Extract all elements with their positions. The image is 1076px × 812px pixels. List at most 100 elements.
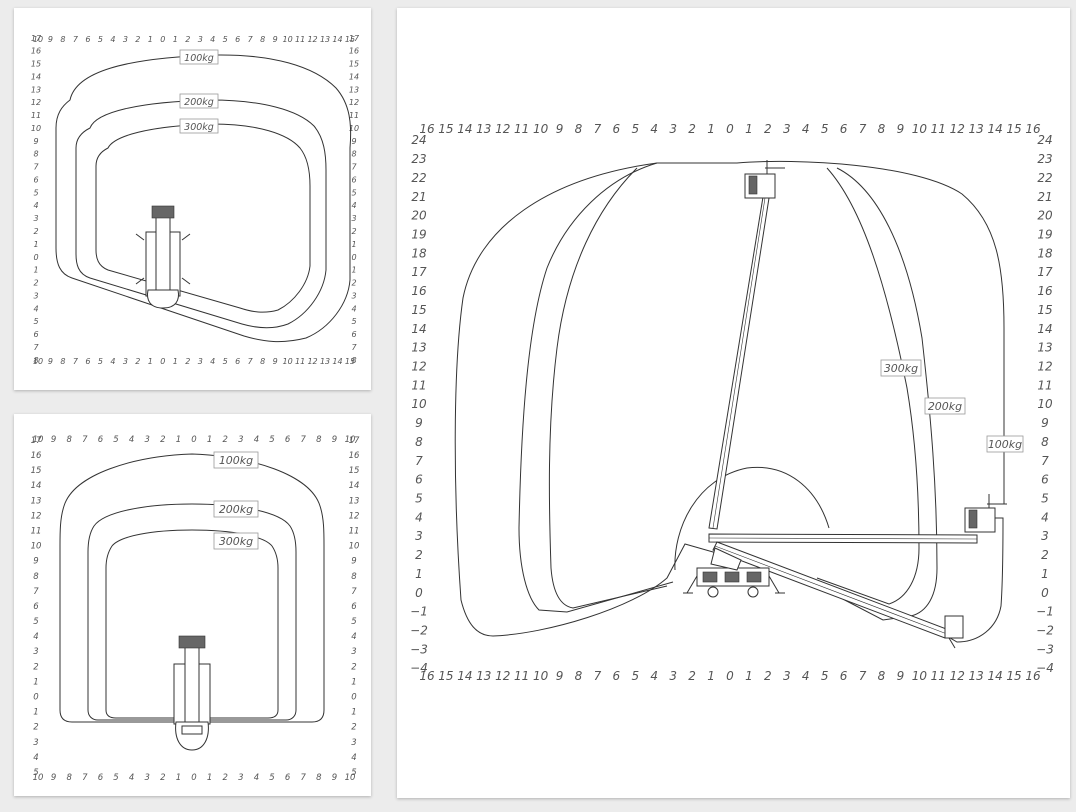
- load-labels: 300kg 200kg 100kg: [880, 359, 1024, 453]
- diagram-right-svg: 1616151514141313121211111010998877665544…: [410, 122, 1054, 683]
- load-label-200kg: 200kg: [219, 503, 253, 516]
- y-tick-right: −2: [1036, 623, 1054, 637]
- y-tick-left: 1: [415, 567, 423, 581]
- y-tick-right: 10: [349, 124, 359, 133]
- x-tick-top: 2: [160, 435, 165, 445]
- load-labels: 100kg 200kg 300kg: [179, 49, 219, 134]
- y-tick-left: 17: [31, 34, 42, 43]
- y-tick-right: 14: [349, 481, 360, 491]
- y-tick-right: 5: [351, 617, 356, 627]
- y-tick-right: 20: [1037, 209, 1053, 223]
- x-tick-top: 13: [969, 122, 984, 136]
- x-tick-bottom: 7: [82, 773, 88, 783]
- load-label-100kg: 100kg: [184, 53, 214, 64]
- y-tick-right: 22: [1037, 171, 1052, 185]
- x-tick-bottom: 5: [821, 669, 829, 683]
- x-tick-top: 12: [307, 35, 317, 44]
- x-tick-top: 6: [235, 35, 240, 44]
- y-tick-left: 3: [33, 738, 38, 748]
- x-tick-bottom: 9: [51, 773, 56, 783]
- y-tick-right: 4: [351, 632, 356, 642]
- x-tick-top: 9: [332, 435, 337, 445]
- y-tick-right: 8: [1041, 435, 1049, 449]
- x-tick-bottom: 15: [438, 669, 453, 683]
- y-tick-left: 8: [33, 356, 38, 365]
- load-label-300kg: 300kg: [884, 362, 918, 375]
- y-tick-right: 15: [349, 466, 360, 476]
- x-tick-bottom: 15: [1006, 669, 1021, 683]
- x-tick-top: 4: [650, 122, 658, 136]
- x-tick-bottom: 8: [316, 773, 322, 783]
- y-tick-left: −4: [410, 661, 428, 675]
- x-tick-top: 6: [85, 35, 90, 44]
- x-tick-top: 16: [419, 122, 435, 136]
- x-tick-top: 1: [207, 435, 212, 445]
- x-tick-bottom: 0: [191, 773, 196, 783]
- y-tick-left: 0: [415, 586, 423, 600]
- x-tick-top: 3: [783, 122, 791, 136]
- machine-top-view: [173, 635, 211, 751]
- x-tick-bottom: 1: [176, 773, 181, 783]
- y-tick-left: 11: [31, 111, 41, 120]
- y-tick-right: 0: [351, 253, 356, 262]
- x-tick-top: 4: [110, 35, 115, 44]
- x-tick-bottom: 5: [113, 773, 118, 783]
- x-tick-bottom: 9: [332, 773, 337, 783]
- envelope-100kg: [59, 453, 325, 723]
- y-tick-right: −4: [1036, 661, 1054, 675]
- y-tick-right: 3: [351, 738, 356, 748]
- axis-ticks: 1010998877665544332211001122334455667788…: [31, 435, 360, 783]
- y-tick-right: 12: [349, 98, 359, 107]
- y-tick-right: −3: [1036, 642, 1054, 656]
- y-tick-left: 11: [31, 527, 42, 537]
- y-tick-right: 2: [351, 662, 356, 672]
- x-tick-bottom: 14: [457, 669, 472, 683]
- y-tick-left: 24: [411, 133, 426, 147]
- y-tick-left: 7: [33, 587, 39, 597]
- y-tick-left: 2: [33, 662, 38, 672]
- x-tick-top: 7: [248, 35, 254, 44]
- load-label-300kg: 300kg: [184, 122, 214, 133]
- x-tick-bottom: 0: [726, 669, 734, 683]
- x-tick-bottom: 8: [260, 357, 265, 366]
- x-tick-bottom: 10: [33, 773, 44, 783]
- y-tick-right: 10: [349, 542, 360, 552]
- y-tick-left: 7: [415, 454, 423, 468]
- x-tick-top: 1: [176, 435, 181, 445]
- y-tick-left: 8: [33, 150, 38, 159]
- y-tick-left: 20: [411, 209, 427, 223]
- x-tick-top: 7: [73, 35, 79, 44]
- y-tick-right: 5: [351, 317, 356, 326]
- x-tick-bottom: 10: [912, 669, 928, 683]
- x-tick-top: 10: [533, 122, 549, 136]
- y-tick-right: 10: [1037, 397, 1053, 411]
- x-tick-top: 1: [707, 122, 715, 136]
- x-tick-bottom: 8: [60, 357, 65, 366]
- y-tick-left: 19: [411, 227, 426, 241]
- y-tick-right: 3: [1041, 529, 1049, 543]
- y-tick-left: 9: [33, 137, 38, 146]
- y-tick-right: 11: [1037, 378, 1052, 392]
- y-tick-left: 13: [31, 85, 41, 94]
- y-tick-right: 8: [351, 572, 357, 582]
- x-tick-bottom: 8: [878, 669, 886, 683]
- y-tick-right: 2: [351, 723, 356, 733]
- x-tick-bottom: 11: [295, 357, 305, 366]
- x-tick-bottom: 11: [931, 669, 946, 683]
- x-tick-bottom: 1: [707, 669, 715, 683]
- y-tick-right: 16: [1037, 284, 1053, 298]
- y-tick-left: 15: [31, 466, 42, 476]
- y-tick-left: 9: [33, 557, 38, 567]
- x-tick-top: 1: [148, 35, 153, 44]
- y-tick-left: 15: [31, 60, 41, 69]
- x-tick-top: 3: [144, 435, 149, 445]
- x-tick-bottom: 3: [144, 773, 149, 783]
- x-tick-bottom: 4: [650, 669, 658, 683]
- y-tick-right: 16: [349, 47, 359, 56]
- x-tick-top: 4: [802, 122, 810, 136]
- x-tick-bottom: 5: [223, 357, 228, 366]
- y-tick-right: 9: [351, 557, 356, 567]
- y-tick-left: 4: [33, 201, 38, 210]
